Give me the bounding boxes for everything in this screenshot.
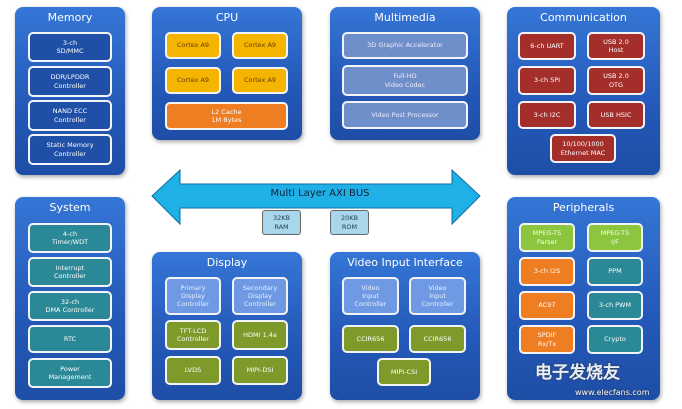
memory-title: Memory xyxy=(47,11,93,24)
video-codec-block: Full-HD Video Codec xyxy=(342,65,468,96)
uart-block: 6-ch UART xyxy=(518,32,576,60)
axi-bus-arrow xyxy=(151,168,481,226)
mpeg-ts-if-block: MPEG-TS I/F xyxy=(587,223,643,252)
primary-display-controller: Primary Display Controller xyxy=(165,277,221,315)
ram-block: 32KB RAM xyxy=(262,210,301,235)
ethernet-mac-block: 10/100/1000 Ethernet MAC xyxy=(550,134,616,163)
dma-controller-block: 32-ch DMA Controller xyxy=(28,291,112,321)
video-input-title: Video Input Interface xyxy=(347,256,463,269)
mipi-csi-block: MIPI-CSI xyxy=(377,358,431,386)
mpeg-ts-parser-block: MPEG-TS Parser xyxy=(519,223,575,252)
ac97-block: AC97 xyxy=(519,291,575,320)
communication-panel: Communication 6-ch UART USB 2.0 Host 3-c… xyxy=(507,7,660,175)
multimedia-title: Multimedia xyxy=(374,11,436,24)
memory-panel: Memory 3-ch SD/MMC DDR/LPDDR Controller … xyxy=(15,7,125,175)
sd-mmc-block: 3-ch SD/MMC xyxy=(28,32,112,62)
cortex-a9-core: Cortex A9 xyxy=(165,32,221,59)
cortex-a9-core: Cortex A9 xyxy=(232,67,288,94)
tft-lcd-controller: TFT-LCD Controller xyxy=(165,320,221,350)
display-title: Display xyxy=(206,256,248,269)
video-input-controller: Video Input Controller xyxy=(342,277,399,315)
spi-block: 3-ch SPI xyxy=(518,66,576,95)
hdmi-block: HDMI 1.4a xyxy=(232,320,288,350)
communication-title: Communication xyxy=(540,11,627,24)
i2s-block: 3-ch I2S xyxy=(519,257,575,286)
watermark-logo: 电子发烧友 xyxy=(535,363,620,383)
ddr-controller-block: DDR/LPDDR Controller xyxy=(28,66,112,97)
usb-host-block: USB 2.0 Host xyxy=(587,32,645,60)
power-management-block: Power Management xyxy=(28,358,112,388)
mipi-dsi-block: MIPI-DSI xyxy=(232,356,288,385)
ppm-block: PPM xyxy=(587,257,643,286)
usb-otg-block: USB 2.0 OTG xyxy=(587,66,645,95)
axi-bus-label: Multi Layer AXI BUS xyxy=(270,188,370,199)
video-input-controller: Video Input Controller xyxy=(409,277,466,315)
cpu-panel: CPU Cortex A9 Cortex A9 Cortex A9 Cortex… xyxy=(152,7,302,140)
spdif-block: SPDIF Rx/Tx xyxy=(519,325,575,354)
rom-block: 20KB ROM xyxy=(330,210,369,235)
usb-hsic-block: USB HSIC xyxy=(587,101,645,129)
ccir656-block: CCIR656 xyxy=(409,325,466,353)
interrupt-controller-block: Interrupt Controller xyxy=(28,257,112,287)
display-panel: Display Primary Display Controller Secon… xyxy=(152,252,302,400)
secondary-display-controller: Secondary Display Controller xyxy=(232,277,288,315)
system-panel: System 4-ch Timer/WDT Interrupt Controll… xyxy=(15,197,125,400)
timer-wdt-block: 4-ch Timer/WDT xyxy=(28,223,112,253)
lvds-block: LVDS xyxy=(165,356,221,385)
static-memory-block: Static Memory Controller xyxy=(28,134,112,165)
nand-ecc-block: NAND ECC Controller xyxy=(28,100,112,131)
peripherals-panel: Peripherals MPEG-TS Parser MPEG-TS I/F 3… xyxy=(507,197,660,400)
cortex-a9-core: Cortex A9 xyxy=(165,67,221,94)
i2c-block: 3-ch I2C xyxy=(518,101,576,129)
system-title: System xyxy=(49,201,91,214)
l2-cache-block: L2 Cache 1M Bytes xyxy=(165,102,288,130)
pwm-block: 3-ch PWM xyxy=(587,291,643,320)
video-input-panel: Video Input Interface Video Input Contro… xyxy=(330,252,480,400)
watermark-url: www.elecfans.com xyxy=(575,388,650,397)
video-post-processor-block: Video Post Processor xyxy=(342,101,468,129)
cpu-title: CPU xyxy=(215,11,239,24)
peripherals-title: Peripherals xyxy=(552,201,615,214)
ccir656-block: CCIR656 xyxy=(342,325,399,353)
cortex-a9-core: Cortex A9 xyxy=(232,32,288,59)
rtc-block: RTC xyxy=(28,325,112,353)
crypto-block: Crypto xyxy=(587,325,643,354)
3d-graphic-block: 3D Graphic Accelerator xyxy=(342,32,468,59)
multimedia-panel: Multimedia 3D Graphic Accelerator Full-H… xyxy=(330,7,480,140)
